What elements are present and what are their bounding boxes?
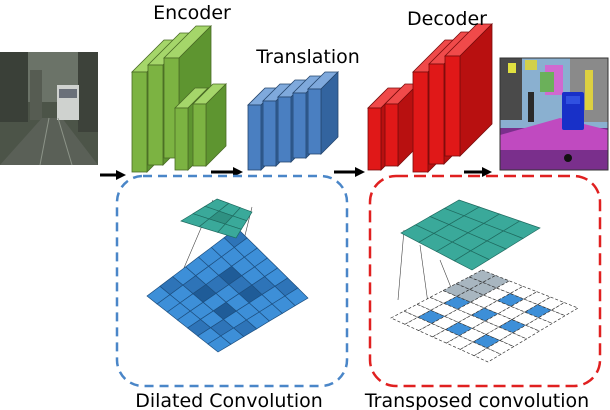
dilated-output-grid (180, 198, 253, 239)
transposed-convolution-label: Transposed convolution (364, 390, 589, 410)
arrow-icon (100, 170, 126, 180)
grid-cell (537, 309, 566, 324)
transposed-input-grid (390, 269, 579, 363)
dilated-input-grid (146, 227, 309, 353)
transposed-convolution-panel (368, 174, 602, 388)
grid-cell (536, 296, 566, 311)
transposed-panel-border (368, 174, 602, 388)
grid-cell (431, 329, 461, 344)
projection-line (397, 229, 405, 301)
dilated-convolution-panel (115, 174, 349, 388)
grid-cell (473, 347, 502, 363)
grid-cell (217, 223, 242, 239)
translation-block (247, 71, 339, 171)
input-street-image (0, 52, 98, 166)
dilated-convolution-label: Dilated Convolution (135, 390, 323, 410)
arrow-icon (334, 167, 365, 177)
grid-cell (390, 310, 419, 325)
encoder-layer (192, 83, 227, 167)
translation-layer (307, 71, 339, 155)
arrow-icon (464, 167, 492, 177)
grid-cell (453, 250, 490, 271)
transposed-output-grid (400, 199, 541, 271)
decoder-label: Decoder (407, 8, 487, 30)
grid-cell (207, 335, 232, 353)
translation-label: Translation (255, 46, 360, 68)
grid-cell (417, 323, 447, 338)
arrow-icon (211, 167, 243, 177)
decoder-layer (444, 23, 493, 157)
output-segmentation-image (499, 57, 609, 171)
encoder-block (131, 25, 227, 173)
grid-cell (550, 302, 579, 317)
decoder-block (367, 23, 493, 173)
encoder-label: Encoder (153, 2, 231, 24)
grid-cell (523, 291, 552, 305)
